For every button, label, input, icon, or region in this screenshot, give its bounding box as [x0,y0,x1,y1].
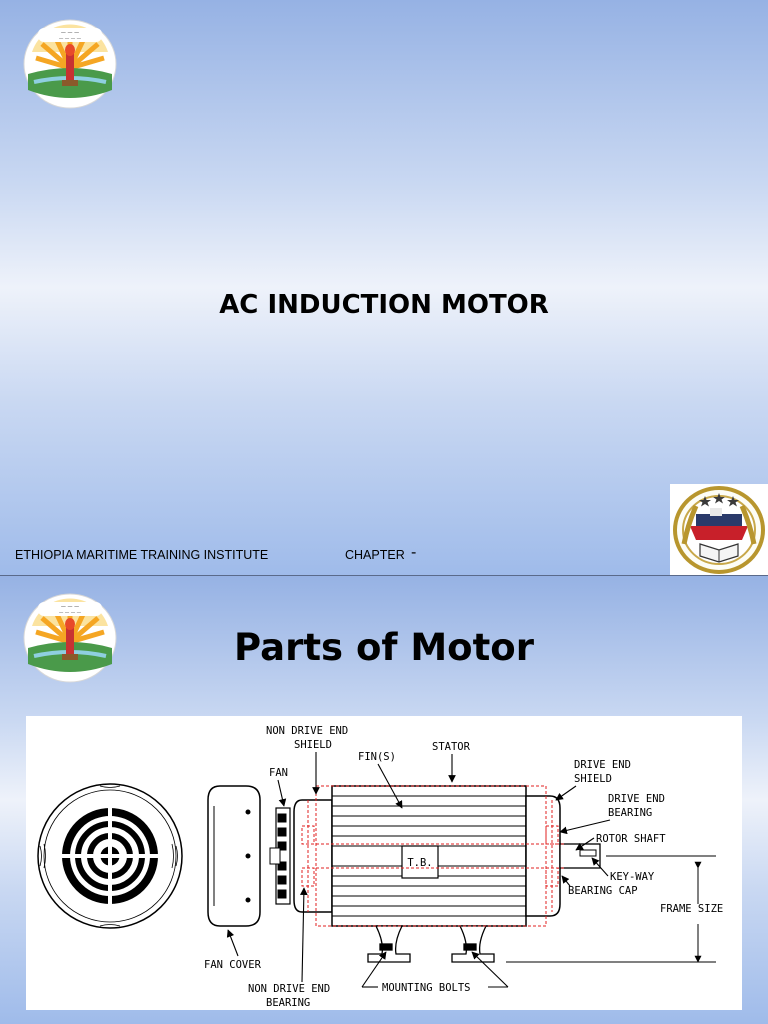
motor-diagram-svg: T.B. [37,725,723,1009]
label-non-drive-end-bearing-2: BEARING [266,997,310,1009]
fan [269,807,291,905]
label-drive-end-shield-1: DRIVE END [574,759,631,771]
slide-parts-of-motor: — — — — — — — Parts of Motor [0,576,768,1024]
leader-arrows [226,752,611,988]
footer-chapter-dash: - [411,544,417,561]
label-drive-end-bearing-2: BEARING [608,807,652,819]
label-frame-size: FRAME SIZE [660,903,723,915]
label-mounting-bolts: MOUNTING BOLTS [382,982,471,994]
terminal-box-label: T.B. [407,857,432,869]
label-stator: STATOR [432,741,471,753]
svg-text:— — — —: — — — — [59,37,82,42]
label-non-drive-end-bearing-1: NON DRIVE END [248,983,330,995]
slide-divider [0,575,768,576]
svg-text:— — — —: — — — — [59,611,82,616]
slide-title: Parts of Motor [234,626,534,669]
label-fins: FIN(S) [358,751,396,763]
slide-title-page: — — — — — — — AC INDUCTION MOTOR ETHIOPI… [0,0,768,575]
university-seal-icon: — — — — — — — [23,593,117,683]
label-non-drive-end-shield-2: SHIELD [294,739,332,751]
motor-feet [367,925,495,963]
slide-title: AC INDUCTION MOTOR [219,290,549,320]
svg-text:— — —: — — — [61,30,79,36]
key-way [579,849,597,857]
label-bearing-cap: BEARING CAP [568,885,638,897]
frame-size-dimension [506,855,716,963]
footer-institute-name: ETHIOPIA MARITIME TRAINING INSTITUTE [15,548,269,562]
terminal-box [401,845,439,879]
label-non-drive-end-shield-1: NON DRIVE END [266,725,348,737]
motor-parts-diagram: T.B. [26,716,742,1010]
fan-cover [207,785,261,927]
stator [331,785,527,927]
footer-chapter: CHAPTER [345,548,405,562]
motor-end-view [37,783,183,929]
label-fan: FAN [269,767,288,779]
non-drive-end-shield [293,799,333,913]
university-seal-icon: — — — — — — — [23,19,117,109]
label-rotor-shaft: ROTOR SHAFT [596,833,666,845]
hidden-lines [301,785,566,927]
institute-badge-icon [670,484,768,575]
label-key-way: KEY-WAY [610,871,655,883]
drive-end-shield [525,795,561,917]
svg-text:— — —: — — — [61,604,79,610]
label-drive-end-bearing-1: DRIVE END [608,793,665,805]
label-drive-end-shield-2: SHIELD [574,773,612,785]
label-fan-cover: FAN COVER [204,959,262,971]
